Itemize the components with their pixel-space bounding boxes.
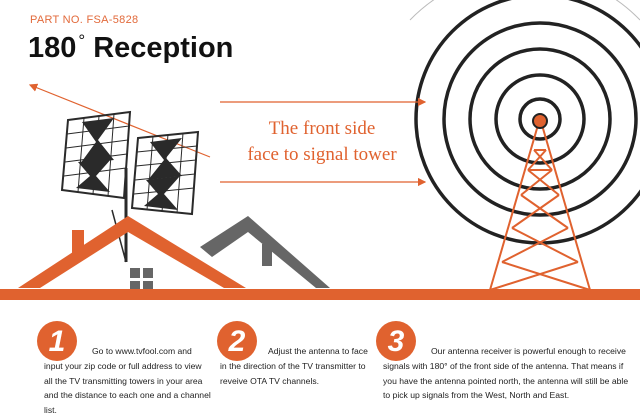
direction-arrows xyxy=(28,83,427,187)
title-word: Reception xyxy=(93,32,234,64)
step-1: 1 Go to www.tvfool.com and input your zi… xyxy=(34,318,214,415)
signal-rings xyxy=(414,0,640,245)
outer-arc xyxy=(409,0,640,21)
signal-ring xyxy=(442,21,638,217)
step-2: 2 Adjust the antenna to face in the dire… xyxy=(214,318,374,414)
antenna-panel-left xyxy=(60,110,132,200)
orange-house xyxy=(18,216,246,291)
reception-illustration xyxy=(0,0,640,300)
step-number: 1 xyxy=(49,325,66,358)
ground-band xyxy=(0,289,640,300)
arrow-upper-left xyxy=(28,83,211,158)
page-title: 180° Reception xyxy=(28,32,233,65)
step-number: 2 xyxy=(228,325,246,358)
signal-ring xyxy=(414,0,640,245)
antenna-panel-right xyxy=(130,130,200,216)
step-number: 3 xyxy=(388,325,405,358)
part-number: PART NO. FSA-5828 xyxy=(30,14,139,26)
signal-tower xyxy=(489,124,591,291)
house-window xyxy=(130,268,153,291)
step-text: Adjust the antenna to face in the direct… xyxy=(220,346,368,386)
step-3: 3 Our antenna receiver is powerful enoug… xyxy=(373,318,639,414)
signal-ring xyxy=(494,73,586,165)
signal-ring xyxy=(468,47,612,191)
step-text: Go to www.tvfool.com and input your zip … xyxy=(44,346,211,416)
degree-symbol: ° xyxy=(78,31,86,50)
step-number-badge: 3 xyxy=(373,318,419,364)
callout-line-2: face to signal tower xyxy=(247,144,397,165)
callout-line-1: The front side xyxy=(268,118,376,139)
title-number: 180 xyxy=(28,32,77,64)
front-side-callout: The front side face to signal tower xyxy=(222,116,422,168)
tower-beacon xyxy=(532,113,548,129)
gray-house xyxy=(200,216,330,288)
signal-ring xyxy=(518,97,562,141)
step-number-badge: 1 xyxy=(34,318,80,364)
step-text: Our antenna receiver is powerful enough … xyxy=(383,346,629,401)
step-number-badge: 2 xyxy=(214,318,260,364)
